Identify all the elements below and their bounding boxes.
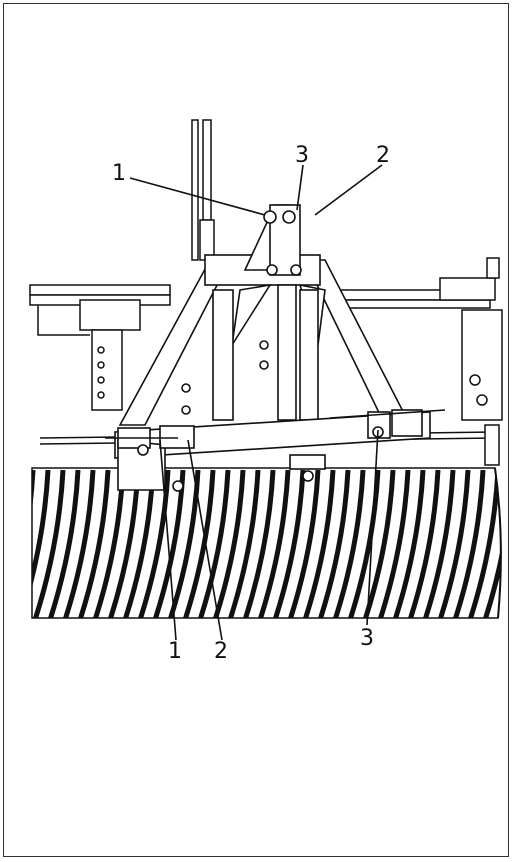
top-link-cylinder: [191, 119, 215, 261]
machine-right: [329, 257, 503, 466]
callout-bottom-left-1: 1: [168, 639, 182, 664]
roller: [31, 467, 502, 619]
callout-top-center: 3: [295, 143, 309, 168]
callout-bottom-right-3: 3: [360, 626, 374, 651]
machine-left: [29, 284, 496, 445]
leader-lines: [129, 164, 383, 641]
callout-top-left: 1: [112, 161, 126, 186]
lower-beam: [105, 409, 446, 492]
callout-bottom-left-2: 2: [214, 639, 228, 664]
a-frame: [118, 204, 412, 426]
callout-top-right: 2: [376, 143, 390, 168]
